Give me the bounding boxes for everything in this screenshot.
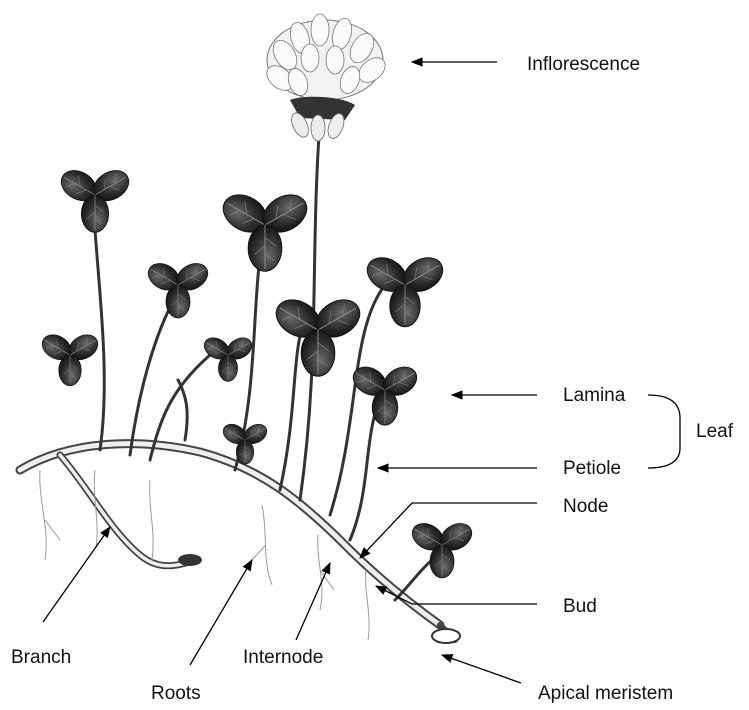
label-leaf: Leaf	[696, 422, 733, 441]
stolon-stem	[20, 444, 455, 640]
apical-meristem-arrow	[442, 655, 521, 683]
label-apical-meristem: Apical meristem	[538, 684, 673, 703]
label-petiole: Petiole	[563, 459, 621, 478]
inflorescence-flower-head	[262, 14, 390, 141]
leaf-bracket	[648, 395, 680, 468]
label-bud: Bud	[563, 597, 597, 616]
petioles	[95, 120, 432, 600]
label-internode: Internode	[243, 648, 323, 667]
branch-tip	[178, 554, 202, 566]
apical-bud-shape	[432, 629, 460, 643]
label-node: Node	[563, 497, 608, 516]
internode-arrow	[296, 563, 330, 640]
branch-arrow	[43, 527, 110, 622]
label-lamina: Lamina	[563, 386, 625, 405]
label-roots: Roots	[151, 684, 201, 703]
label-branch: Branch	[11, 648, 71, 667]
label-inflorescence: Inflorescence	[527, 55, 640, 74]
